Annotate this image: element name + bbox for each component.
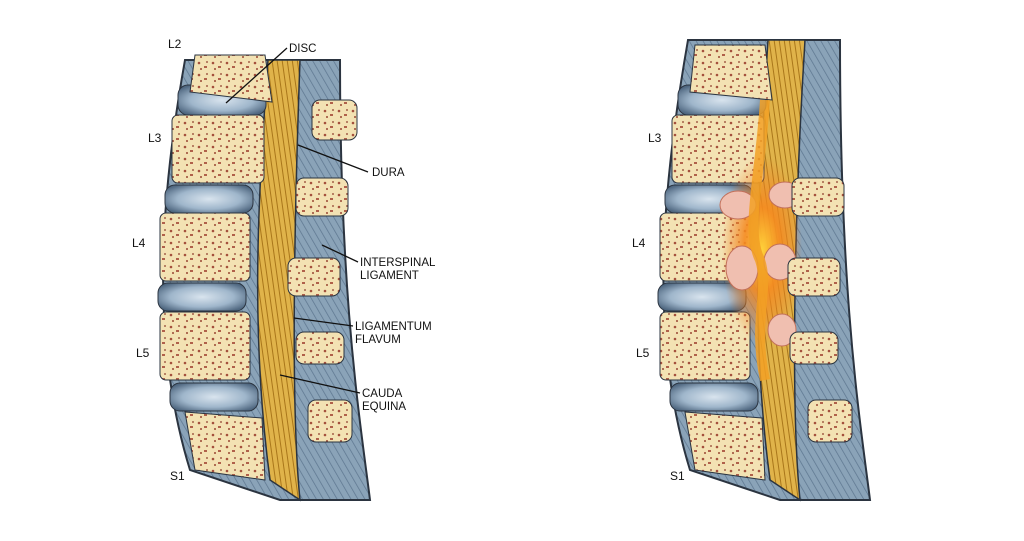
- vertebra-s1: [184, 411, 266, 481]
- callout-ligamentum-line1: LIGAMENTUM: [355, 321, 432, 333]
- spinous-process: [807, 399, 853, 443]
- vertebra-l5: [659, 311, 751, 381]
- vertebra-l4: [159, 212, 251, 282]
- spinous-processes: [287, 99, 358, 443]
- disc-l3-l4: [164, 184, 254, 214]
- leader-line: [297, 144, 369, 173]
- callout-ligamentum-line2: FLAVUM: [355, 334, 401, 346]
- vertebra-label: S1: [170, 469, 185, 483]
- vertebra: [689, 44, 773, 101]
- spinous-process: [791, 177, 845, 217]
- callouts: DISC DURA INTERSPINAL LIGAMENT LIGAMENTU…: [225, 43, 436, 413]
- compressed-nerve: [748, 99, 770, 382]
- leader-line: [279, 374, 361, 394]
- vertebra-l5: [159, 311, 251, 381]
- leader-line: [321, 244, 359, 263]
- callout-interspinal-line1: INTERSPINAL: [360, 257, 436, 269]
- vertebra-l2: [189, 54, 273, 103]
- spinous-process: [295, 177, 349, 217]
- spinous-process: [287, 257, 341, 297]
- spinous-process: [311, 99, 358, 141]
- vertebra-label: L4: [132, 236, 146, 250]
- callout-cauda-line2: EQUINA: [362, 401, 406, 413]
- vertebra-s1: [684, 411, 766, 481]
- vertebra-label: L2: [168, 37, 182, 51]
- panel-stenosis: L3 L4 L5 S1: [632, 39, 872, 502]
- spinous-process: [789, 331, 839, 365]
- spinous-process: [295, 331, 345, 365]
- vertebra-label: L5: [136, 346, 150, 360]
- spinous-process: [307, 399, 353, 443]
- vertebra-l3: [171, 114, 265, 184]
- vertebra-label: L4: [632, 236, 646, 250]
- spinous-processes: [787, 177, 853, 443]
- callout-cauda-line1: CAUDA: [362, 388, 403, 400]
- disc: [669, 382, 759, 412]
- vertebra-label: L3: [148, 131, 162, 145]
- disc-l5-s1: [169, 382, 259, 412]
- spinous-process: [787, 257, 841, 297]
- leader-line: [225, 47, 288, 104]
- panel-normal: L2 L3 L4 L5 S1 DISC DURA INTERSPINAL LIG…: [132, 37, 436, 502]
- callout-dura: DURA: [372, 167, 405, 179]
- bone-spur: [767, 313, 797, 347]
- callout-interspinal-line2: LIGAMENT: [360, 270, 419, 282]
- vertebra-label: L3: [648, 131, 662, 145]
- leader-line: [293, 317, 354, 327]
- vertebral-bodies: [159, 54, 273, 481]
- callout-disc: DISC: [289, 43, 316, 55]
- vertebra-label: S1: [670, 469, 685, 483]
- vertebra-label: L5: [636, 346, 650, 360]
- disc-l4-l5: [157, 282, 247, 312]
